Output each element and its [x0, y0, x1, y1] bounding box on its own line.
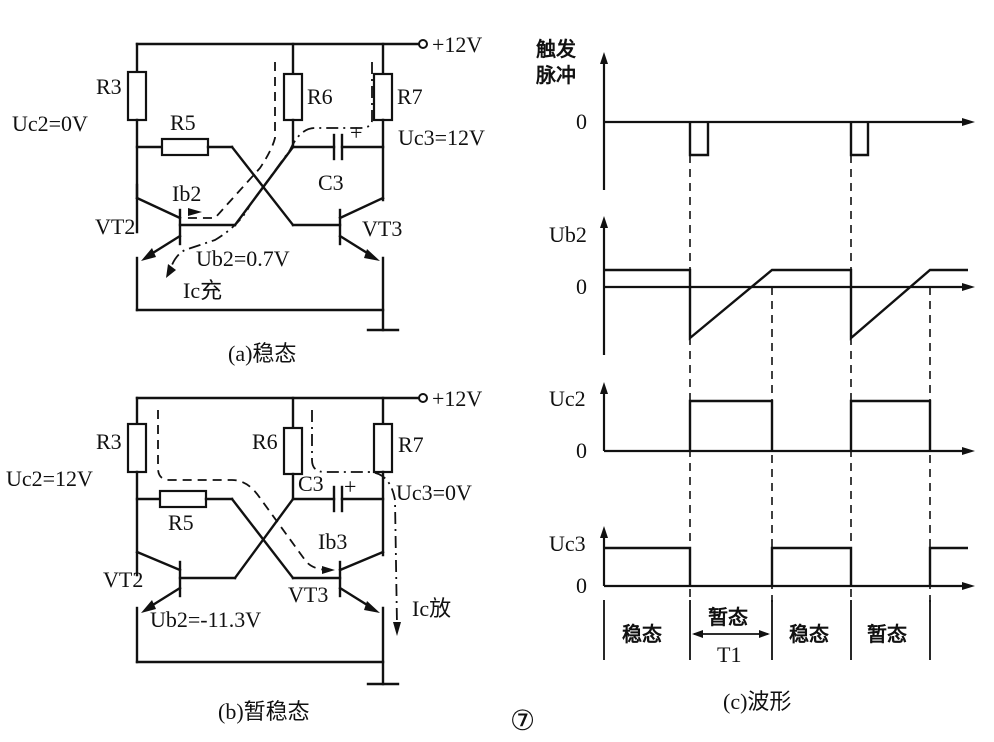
- ub2-axis-label: Ub2: [549, 222, 587, 247]
- uc3-axis-label: Uc3: [549, 531, 586, 556]
- vt2-label-b: VT2: [103, 567, 143, 592]
- ic-label-b: Ic放: [412, 596, 451, 621]
- c3-plus-a: +: [350, 120, 362, 145]
- r7-label-a: R7: [397, 84, 423, 109]
- resistor-r6-a: [282, 72, 304, 122]
- vt3-label-b: VT3: [288, 582, 328, 607]
- ub2-label-a: Ub2=0.7V: [196, 246, 290, 271]
- resistor-r3-a: [126, 70, 148, 122]
- ub2-label-b: Ub2=-11.3V: [150, 607, 261, 632]
- ub2-zero: 0: [576, 274, 587, 299]
- supply-label-a: +12V: [432, 32, 482, 57]
- r6-label-b: R6: [252, 429, 278, 454]
- caption-c: (c)波形: [723, 689, 791, 714]
- resistor-r7-a: [372, 72, 394, 122]
- ib3-label-b: Ib3: [318, 529, 347, 554]
- period-label: T1: [717, 642, 741, 667]
- caption-b: (b)暂稳态: [218, 699, 310, 724]
- r5-label-a: R5: [170, 110, 196, 135]
- c3-label-b: C3: [298, 471, 324, 496]
- uc3-label-b: Uc3=0V: [396, 480, 472, 505]
- trigger-label-2: 脉冲: [535, 63, 576, 87]
- resistor-r6-b: [282, 426, 304, 476]
- r3-label-a: R3: [96, 74, 122, 99]
- r5-label-b: R5: [168, 510, 194, 535]
- trigger-label-1: 触发: [536, 37, 577, 61]
- state-1: 暂态: [708, 605, 748, 629]
- uc2-axis-label: Uc2: [549, 386, 586, 411]
- circuit-a: +12V R3 Uc2=0V R5 R6 + C3 R7: [12, 32, 485, 366]
- uc3-zero: 0: [576, 573, 587, 598]
- resistor-r7-b: [372, 422, 394, 474]
- resistor-r5-a: [160, 137, 210, 157]
- r7-label-b: R7: [398, 432, 424, 457]
- r6-label-a: R6: [307, 84, 333, 109]
- waveforms: 触发 脉冲 0 Ub2 0 Uc2 0 Uc3 0: [535, 37, 975, 714]
- state-0: 稳态: [622, 622, 662, 646]
- resistor-r5-b: [158, 489, 208, 509]
- uc2-label-b: Uc2=12V: [6, 466, 93, 491]
- state-2: 稳态: [789, 622, 829, 646]
- vt3-label-a: VT3: [362, 216, 402, 241]
- state-3: 暂态: [867, 622, 907, 646]
- resistor-r3-b: [126, 422, 148, 474]
- vt2-label-a: VT2: [95, 214, 135, 239]
- c3-plus-b: +: [344, 474, 356, 499]
- uc3-label-a: Uc3=12V: [398, 125, 485, 150]
- uc2-zero: 0: [576, 438, 587, 463]
- r3-label-b: R3: [96, 429, 122, 454]
- c3-label-a: C3: [318, 170, 344, 195]
- uc2-label-a: Uc2=0V: [12, 111, 88, 136]
- supply-label-b: +12V: [432, 386, 482, 411]
- caption-a: (a)稳态: [228, 341, 296, 366]
- circuit-b: +12V R3 Uc2=12V R5 R6 C3 + R7 Uc3=0V: [6, 386, 482, 724]
- ib2-label-a: Ib2: [172, 181, 201, 206]
- figure-number: ⑦: [510, 706, 535, 737]
- trigger-zero: 0: [576, 109, 587, 134]
- ic-label-a: Ic充: [183, 278, 222, 303]
